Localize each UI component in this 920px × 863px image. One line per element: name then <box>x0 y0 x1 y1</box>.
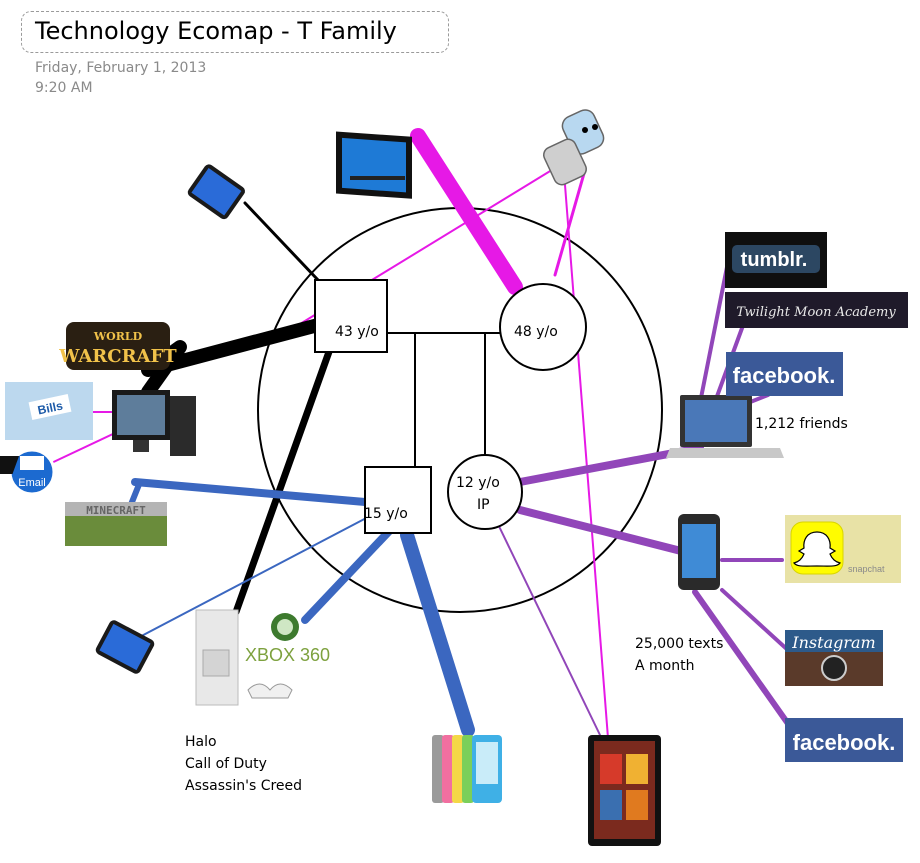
ipod-link <box>400 528 475 737</box>
minecraft-label: MINECRAFT <box>86 504 146 517</box>
snapchat-label: snapchat <box>848 564 885 574</box>
son-xbox-link <box>301 521 399 624</box>
daughter-age: 12 y/o <box>456 475 500 491</box>
tv-link <box>410 128 523 295</box>
email-label: Email <box>18 477 46 489</box>
father-node <box>314 279 388 353</box>
kindle-link <box>564 184 609 739</box>
ipod-icon <box>432 735 502 803</box>
family-connectors <box>387 332 500 467</box>
mother-age: 48 y/o <box>514 324 558 340</box>
father-smartphone-link <box>243 201 320 282</box>
email-icon: Email <box>8 448 56 496</box>
daughter-kindle-link <box>494 517 601 736</box>
tumblr-logo: tumblr. <box>725 232 827 288</box>
father-smartphone-icon <box>187 164 245 220</box>
facebook-bottom-label: facebook. <box>793 730 896 755</box>
tv-icon <box>336 131 412 199</box>
facebook-top-label: facebook. <box>733 363 836 388</box>
date-text: Friday, February 1, 2013 <box>35 60 207 76</box>
xbox-logo: XBOX 360 <box>245 613 330 665</box>
xbox-label: XBOX 360 <box>245 645 330 665</box>
instagram-logo: Instagram <box>785 630 883 686</box>
twilight-moon-academy-logo: Twilight Moon Academy <box>725 292 908 328</box>
son-age: 15 y/o <box>364 506 408 522</box>
game-item: Halo <box>185 734 217 750</box>
desktop-computer-icon <box>0 390 196 474</box>
instagram-label: Instagram <box>791 633 875 652</box>
title-box <box>21 11 449 53</box>
facebook-bottom-link <box>692 589 799 738</box>
game-item: Assassin's Creed <box>185 778 303 794</box>
minecraft-logo: MINECRAFT <box>65 502 167 546</box>
texts-line-1: 25,000 texts <box>635 636 724 652</box>
son-phone-link <box>129 514 373 643</box>
facebook-logo-bottom: facebook. <box>785 718 903 762</box>
game-item: Call of Duty <box>185 756 267 772</box>
bills-label: Bills <box>36 398 64 417</box>
warcraft-logo-text: WARCRAFT <box>58 346 177 367</box>
friends-count: 1,212 friends <box>755 416 848 432</box>
instagram-link <box>720 588 792 654</box>
snapchat-logo: snapchat <box>785 515 901 583</box>
texts-note: 25,000 texts A month <box>635 633 723 677</box>
texts-line-2: A month <box>635 658 695 674</box>
son-phone-icon <box>95 620 155 674</box>
flip-phone-icon <box>543 109 605 186</box>
daughter-ip-tag: IP <box>477 497 490 513</box>
father-age: 43 y/o <box>335 324 379 340</box>
bills-icon: Bills <box>5 382 93 440</box>
daughter-smartphone-icon <box>678 514 720 590</box>
computer-link <box>131 478 369 506</box>
xbox-console-icon <box>195 609 293 706</box>
twilight-label: Twilight Moon Academy <box>736 305 896 320</box>
tumblr-label: tumblr. <box>741 249 808 271</box>
timestamp: Friday, February 1, 2013 9:20 AM <box>35 58 206 98</box>
xbox-link <box>232 331 339 616</box>
daughter-node <box>447 454 523 530</box>
facebook-logo-top: facebook. <box>726 352 843 396</box>
laptop-icon <box>666 395 784 458</box>
tumblr-link <box>696 260 730 415</box>
kindle-icon <box>588 735 661 846</box>
time-text: 9:20 AM <box>35 80 93 96</box>
ecomap-circle <box>257 207 663 613</box>
mother-node <box>499 283 587 371</box>
page-title: Technology Ecomap - T Family <box>35 17 397 45</box>
son-node <box>364 466 432 534</box>
warcraft-logo: WORLD WARCRAFT <box>58 322 177 370</box>
warcraft-logo-world: WORLD <box>93 330 143 343</box>
mother-phone-link <box>553 168 587 277</box>
games-list: Halo Call of Duty Assassin's Creed <box>185 731 302 797</box>
daughter-phone-link <box>516 506 689 556</box>
